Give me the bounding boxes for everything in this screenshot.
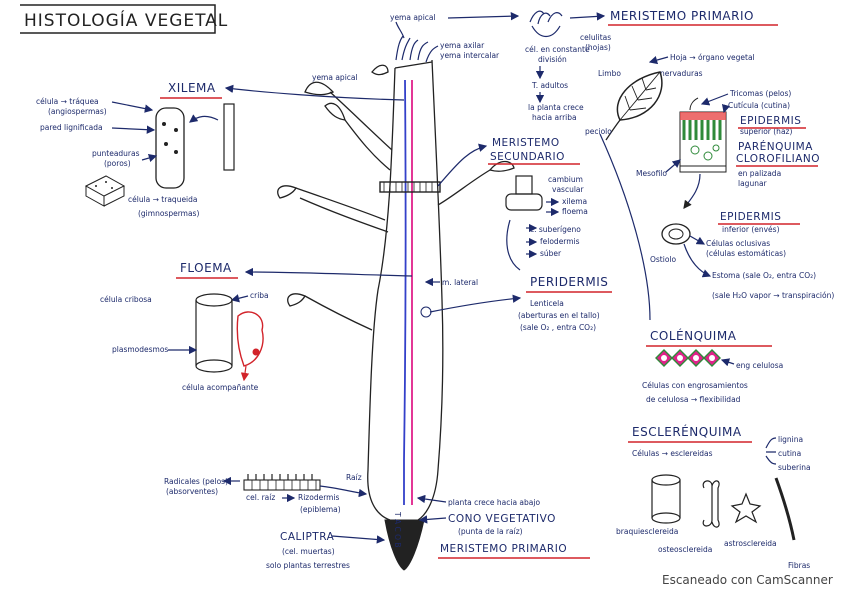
label-pared: pared lignificada — [40, 123, 103, 132]
heading-caliptra: CALIPTRA — [280, 531, 335, 543]
label-planta-crece-2: hacia arriba — [532, 113, 577, 122]
leaf-cross-section — [680, 98, 726, 172]
label-m-lateral: m. lateral — [442, 278, 478, 287]
label-limbo: Limbo — [598, 69, 621, 78]
label-celula-cribosa: célula cribosa — [100, 295, 152, 304]
label-lagunar: lagunar — [738, 179, 768, 188]
label-raiz-letters: T A C O B — [393, 511, 402, 548]
label-en-palizada: en palizada — [738, 169, 781, 178]
label-aberturas: (aberturas en el tallo) — [518, 311, 600, 320]
label-celulas-oclusivas: Células oclusivas — [706, 239, 770, 248]
label-celulas-esclereidas: Células → esclereidas — [632, 449, 713, 458]
label-colenquima-line2: de celulosa → flexibilidad — [646, 395, 741, 404]
label-cel-raiz: cel. raíz — [246, 493, 275, 502]
label-celula-traquea: célula → tráquea — [36, 97, 99, 106]
heading-epidermis-inferior: EPIDERMIS — [720, 211, 781, 223]
heading-floema: FLOEMA — [180, 261, 232, 275]
label-gimnospermas: (gimnospermas) — [138, 209, 199, 218]
label-yema-apical-top: yema apical — [390, 13, 436, 22]
title-text: HISTOLOGÍA VEGETAL — [24, 9, 228, 31]
colenquima-cells — [656, 350, 720, 366]
label-astrosclereida: astrosclereida — [724, 539, 777, 548]
label-plasmodesmos: plasmodesmos — [112, 345, 168, 354]
meristemo-secundario-section: MERISTEMO SECUNDARIO cambium vascular xi… — [438, 137, 588, 270]
label-cel-muertas: (cel. muertas) — [282, 547, 335, 556]
esclerenquima-section: ESCLERÉNQUIMA Células → esclereidas lign… — [616, 424, 811, 570]
label-punta-raiz: (punta de la raíz) — [458, 527, 523, 536]
label-planta-crece-abajo: planta crece hacia abajo — [448, 498, 540, 507]
label-cutina: cutina — [778, 449, 801, 458]
xilema-section: XILEMA célula → tráquea (angiospermas) p… — [36, 81, 404, 218]
page-title: HISTOLOGÍA VEGETAL — [20, 5, 228, 33]
label-epiblema: (epiblema) — [300, 505, 341, 514]
label-sale-o2: (sale O₂ , entra CO₂) — [520, 323, 596, 332]
label-estoma: Estoma (sale O₂, entra CO₂) — [712, 271, 816, 280]
label-radicales: Radicales (pelos) — [164, 477, 228, 486]
label-criba: criba — [250, 291, 269, 300]
label-nervaduras: nervaduras — [660, 69, 703, 78]
heading-colenquima: COLÉNQUIMA — [650, 328, 737, 343]
label-solo-plantas: solo plantas terrestres — [266, 561, 350, 570]
label-lenticela: Lenticela — [530, 299, 564, 308]
heading-clorofiliano: CLOROFILIANO — [736, 153, 820, 165]
label-yema-intercalar: yema axilar — [440, 41, 485, 50]
label-eng-celulosa: eng celulosa — [736, 361, 783, 370]
heading-esclerenquima: ESCLERÉNQUIMA — [632, 424, 742, 439]
label-rizodermis: Rizodermis — [298, 493, 340, 502]
hoja-section: Hoja → órgano vegetal Limbo nervaduras p… — [585, 53, 834, 300]
label-ostiolo: Ostiolo — [650, 255, 677, 264]
label-cel-constante: cél. en constante — [525, 45, 590, 54]
label-poros: (poros) — [104, 159, 131, 168]
heading-parenquima: PARÉNQUIMA — [738, 140, 813, 153]
heading-peridermis: PERIDERMIS — [530, 275, 608, 289]
heading-xilema: XILEMA — [168, 81, 216, 95]
label-yema-intercalar-2: yema intercalar — [440, 51, 500, 60]
label-angiospermas: (angiospermas) — [48, 107, 107, 116]
heading-meristemo-primario-bottom: MERISTEMO PRIMARIO — [440, 543, 567, 555]
label-osteosclereida: osteosclereida — [658, 545, 712, 554]
label-t-adultos: T. adultos — [531, 81, 568, 90]
label-planta-crece-1: la planta crece — [528, 103, 584, 112]
label-c-suberigeno: c. suberígeno — [530, 225, 581, 234]
label-cambium: cambium — [548, 175, 583, 184]
label-hoja: Hoja → órgano vegetal — [670, 53, 755, 62]
label-xilema-ms: xilema — [562, 197, 587, 206]
label-felodermis: felodermis — [540, 237, 580, 246]
raiz-section: Radicales (pelos) (absorventes) cel. raí… — [164, 474, 590, 570]
heading-cono-vegetativo: CONO VEGETATIVO — [448, 513, 556, 525]
watermark-text: Escaneado con CamScanner — [662, 573, 833, 587]
label-division: división — [538, 55, 567, 64]
label-punteaduras: punteaduras — [92, 149, 140, 158]
heading-epidermis-superior: EPIDERMIS — [740, 115, 801, 127]
label-epidermis-inferior-sub: inferior (envés) — [722, 225, 780, 234]
label-peciolo: peciolo — [585, 127, 612, 136]
label-braquiesclereida: braquiesclereida — [616, 527, 678, 536]
heading-meristemo-primario-top: MERISTEMO PRIMARIO — [610, 9, 754, 23]
stoma-drawing — [662, 224, 690, 244]
label-colenquima-line1: Células con engrosamientos — [642, 381, 748, 390]
label-suberina: suberina — [778, 463, 811, 472]
label-fibras: Fibras — [788, 561, 810, 570]
label-celulas-estomaticas: (células estomáticas) — [706, 249, 786, 258]
heading-meristemo-1: MERISTEMO — [492, 137, 560, 149]
label-vascular: vascular — [552, 185, 584, 194]
label-celula-traqueida: célula → traqueida — [128, 195, 198, 204]
label-lignina: lignina — [778, 435, 803, 444]
label-yema-apical-side: yema apical — [312, 73, 358, 82]
label-celulitas: celulitas — [580, 33, 611, 42]
label-celula-acompanante: célula acompañante — [182, 383, 259, 392]
label-tricomas: Tricomas (pelos) — [729, 89, 791, 98]
heading-meristemo-2: SECUNDARIO — [490, 151, 565, 163]
label-estoma-2: (sale H₂O vapor → transpiración) — [712, 291, 834, 300]
label-raiz: Raíz — [346, 473, 362, 482]
label-mesofilo: Mesofilo — [636, 169, 667, 178]
label-cuticula: Cutícula (cutina) — [728, 101, 790, 110]
label-floema-ms: floema — [562, 207, 588, 216]
label-suber: súber — [540, 249, 562, 258]
label-absorventes: (absorventes) — [166, 487, 218, 496]
